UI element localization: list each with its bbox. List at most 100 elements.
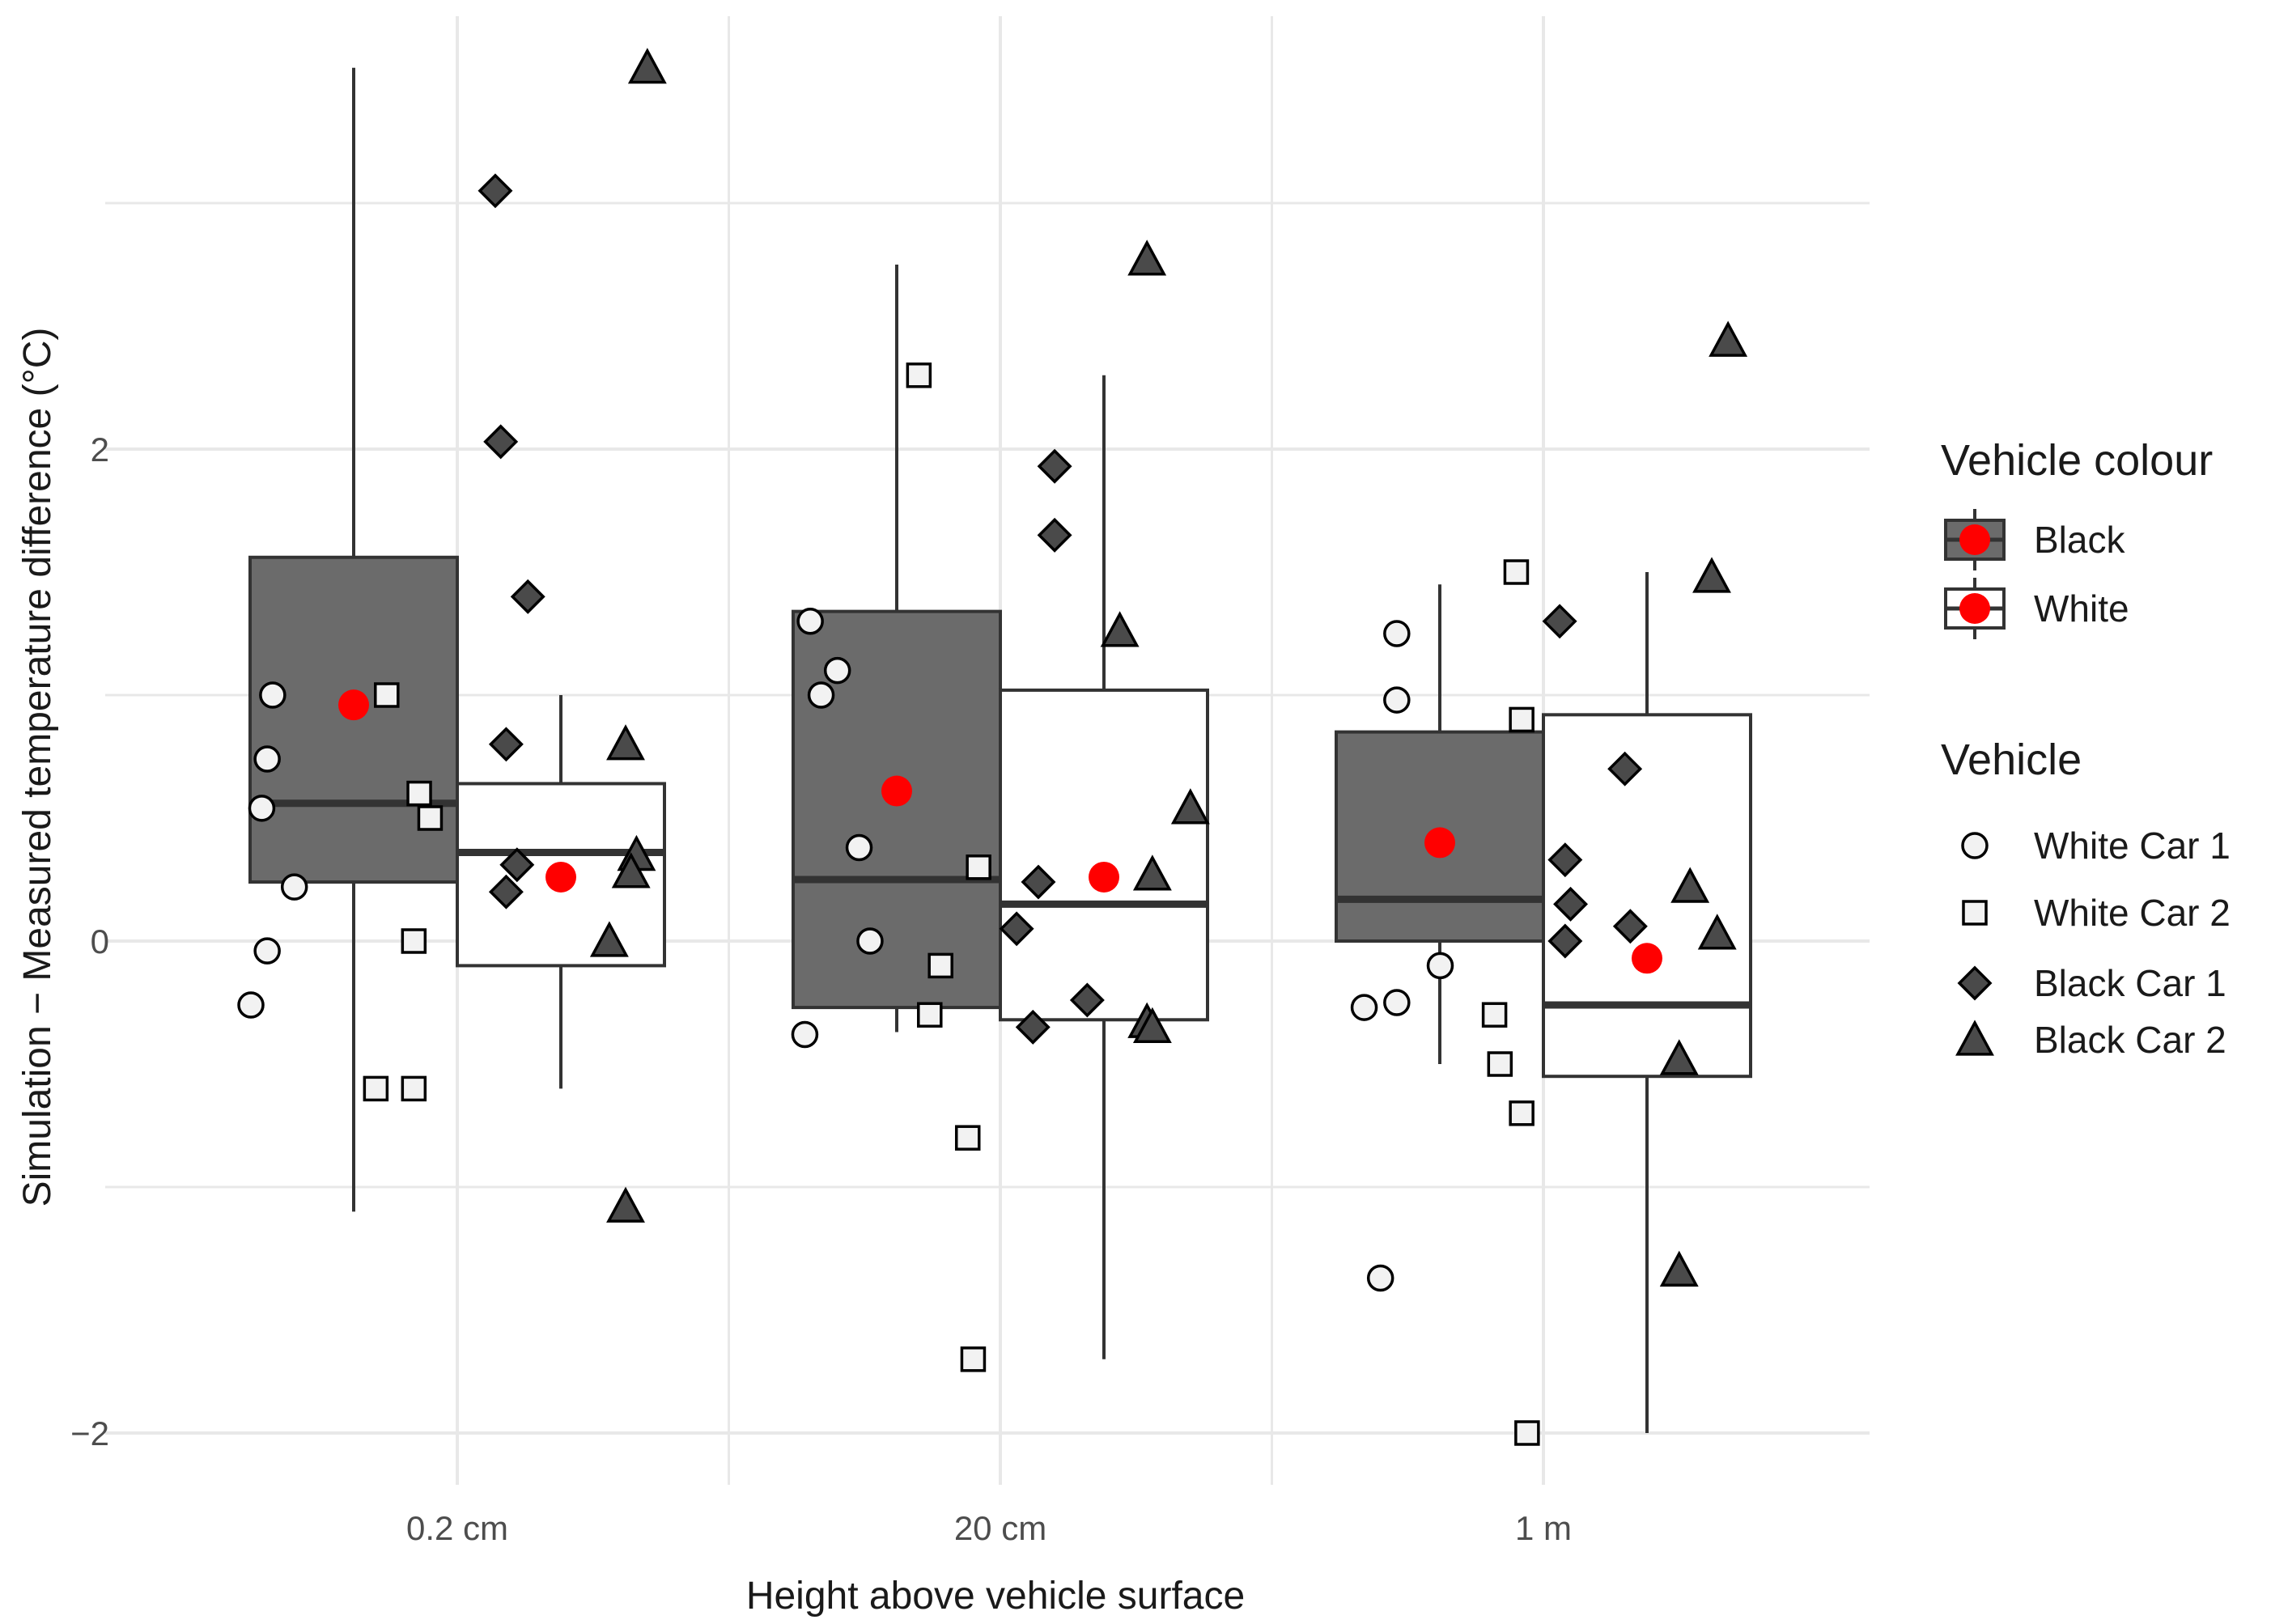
data-point-triangle bbox=[1670, 867, 1710, 903]
data-point-triangle bbox=[1659, 1250, 1699, 1287]
data-point-diamond bbox=[1037, 517, 1072, 553]
data-point-triangle bbox=[611, 852, 651, 888]
data-point-square bbox=[1514, 1420, 1540, 1446]
data-point-square bbox=[374, 682, 400, 708]
colour-legend-item: Black bbox=[1944, 509, 2125, 570]
mean-marker bbox=[545, 861, 576, 893]
data-point-diamond bbox=[510, 579, 545, 614]
data-point-circle bbox=[1383, 686, 1411, 714]
colour-legend-item: White bbox=[1944, 578, 2129, 639]
x-axis-title: Height above vehicle surface bbox=[746, 1575, 1245, 1618]
data-point-diamond bbox=[1069, 982, 1105, 1018]
data-point-circle bbox=[259, 681, 287, 709]
data-point-circle bbox=[280, 873, 308, 901]
data-point-diamond bbox=[478, 173, 513, 209]
y-tick-labels: −2 0 2 bbox=[70, 430, 109, 1452]
data-point-circle bbox=[1426, 952, 1454, 980]
y-axis-title: Simulation − Measured temperature differ… bbox=[16, 328, 59, 1207]
data-point-circle bbox=[1350, 994, 1378, 1021]
data-point-circle bbox=[248, 795, 276, 822]
data-point-circle bbox=[807, 681, 835, 709]
y-tick-label: 0 bbox=[91, 922, 109, 960]
data-point-circle bbox=[845, 833, 873, 862]
legend-diamond-key bbox=[1957, 965, 1993, 1001]
data-point-circle bbox=[856, 927, 884, 955]
data-point-diamond bbox=[1607, 751, 1643, 787]
vehicle-legend-item: Black Car 1 bbox=[1957, 962, 2226, 1004]
data-point-square bbox=[960, 1346, 987, 1372]
legend-label: Black Car 1 bbox=[2034, 962, 2226, 1004]
data-point-triangle bbox=[1132, 1007, 1172, 1043]
data-point-circle bbox=[823, 656, 851, 685]
legend-mean-key bbox=[1959, 593, 1990, 624]
legend-square-key bbox=[1962, 900, 1988, 926]
data-point-square bbox=[928, 952, 953, 979]
data-point-triangle bbox=[1100, 611, 1140, 647]
box-white bbox=[999, 375, 1209, 1359]
data-point-diamond bbox=[1547, 923, 1583, 959]
data-point-diamond bbox=[999, 911, 1034, 947]
mean-marker bbox=[1424, 827, 1455, 859]
box-black bbox=[792, 265, 1002, 1032]
mean-marker bbox=[1089, 861, 1119, 893]
data-point-diamond bbox=[499, 847, 535, 883]
data-points bbox=[237, 48, 1748, 1446]
x-tick-labels: 0.2 cm 20 cm 1 m bbox=[406, 1509, 1572, 1547]
mean-marker bbox=[338, 689, 369, 721]
data-point-circle bbox=[1383, 989, 1411, 1016]
data-point-triangle bbox=[1170, 788, 1210, 825]
data-point-diamond bbox=[1542, 604, 1577, 639]
data-point-triangle bbox=[1697, 914, 1737, 950]
data-point-square bbox=[406, 780, 432, 807]
data-point-triangle bbox=[1709, 320, 1748, 357]
data-point-diamond bbox=[1553, 886, 1589, 922]
mean-marker bbox=[881, 775, 912, 807]
data-point-square bbox=[1503, 559, 1530, 585]
data-point-square bbox=[1487, 1051, 1513, 1077]
data-point-triangle bbox=[589, 921, 629, 957]
data-point-circle bbox=[1383, 620, 1411, 647]
legend-circle-key bbox=[1961, 832, 1989, 859]
legend-label: Black bbox=[2034, 519, 2125, 561]
data-point-triangle bbox=[606, 724, 645, 761]
data-point-square bbox=[401, 928, 427, 954]
data-point-triangle bbox=[627, 48, 667, 84]
data-point-triangle bbox=[1132, 854, 1172, 891]
legend-label: Black Car 2 bbox=[2034, 1019, 2226, 1061]
box-black bbox=[248, 67, 459, 1212]
data-point-diamond bbox=[1021, 864, 1056, 900]
data-point-diamond bbox=[488, 874, 524, 910]
data-point-circle bbox=[791, 1020, 819, 1049]
data-point-triangle bbox=[606, 1186, 645, 1223]
data-point-circle bbox=[253, 745, 281, 773]
x-tick-label: 20 cm bbox=[954, 1509, 1046, 1547]
data-point-triangle bbox=[1127, 240, 1167, 276]
legend-label: White Car 2 bbox=[2034, 892, 2231, 934]
mean-markers bbox=[338, 689, 1662, 974]
box-black bbox=[1335, 584, 1545, 1064]
data-point-diamond bbox=[483, 424, 519, 460]
data-point-square bbox=[1509, 706, 1535, 733]
y-tick-label: 2 bbox=[91, 430, 109, 469]
data-point-triangle bbox=[1659, 1039, 1699, 1075]
data-point-square bbox=[363, 1075, 389, 1102]
data-point-square bbox=[966, 854, 991, 880]
data-point-diamond bbox=[488, 727, 524, 762]
data-point-square bbox=[917, 1002, 943, 1028]
data-point-circle bbox=[796, 608, 824, 635]
data-point-diamond bbox=[1547, 842, 1583, 878]
y-tick-label: −2 bbox=[70, 1414, 109, 1452]
data-point-square bbox=[1481, 1002, 1508, 1028]
data-point-square bbox=[906, 363, 932, 388]
x-tick-label: 0.2 cm bbox=[406, 1509, 508, 1547]
data-point-circle bbox=[253, 937, 281, 965]
vehicle-legend-item: White Car 1 bbox=[1961, 825, 2231, 867]
x-tick-label: 1 m bbox=[1515, 1509, 1572, 1547]
data-point-diamond bbox=[1612, 909, 1648, 944]
colour-legend-title: Vehicle colour bbox=[1941, 436, 2213, 485]
data-point-square bbox=[1509, 1100, 1535, 1126]
data-point-square bbox=[954, 1125, 981, 1151]
vehicle-legend-title: Vehicle bbox=[1941, 736, 2082, 784]
